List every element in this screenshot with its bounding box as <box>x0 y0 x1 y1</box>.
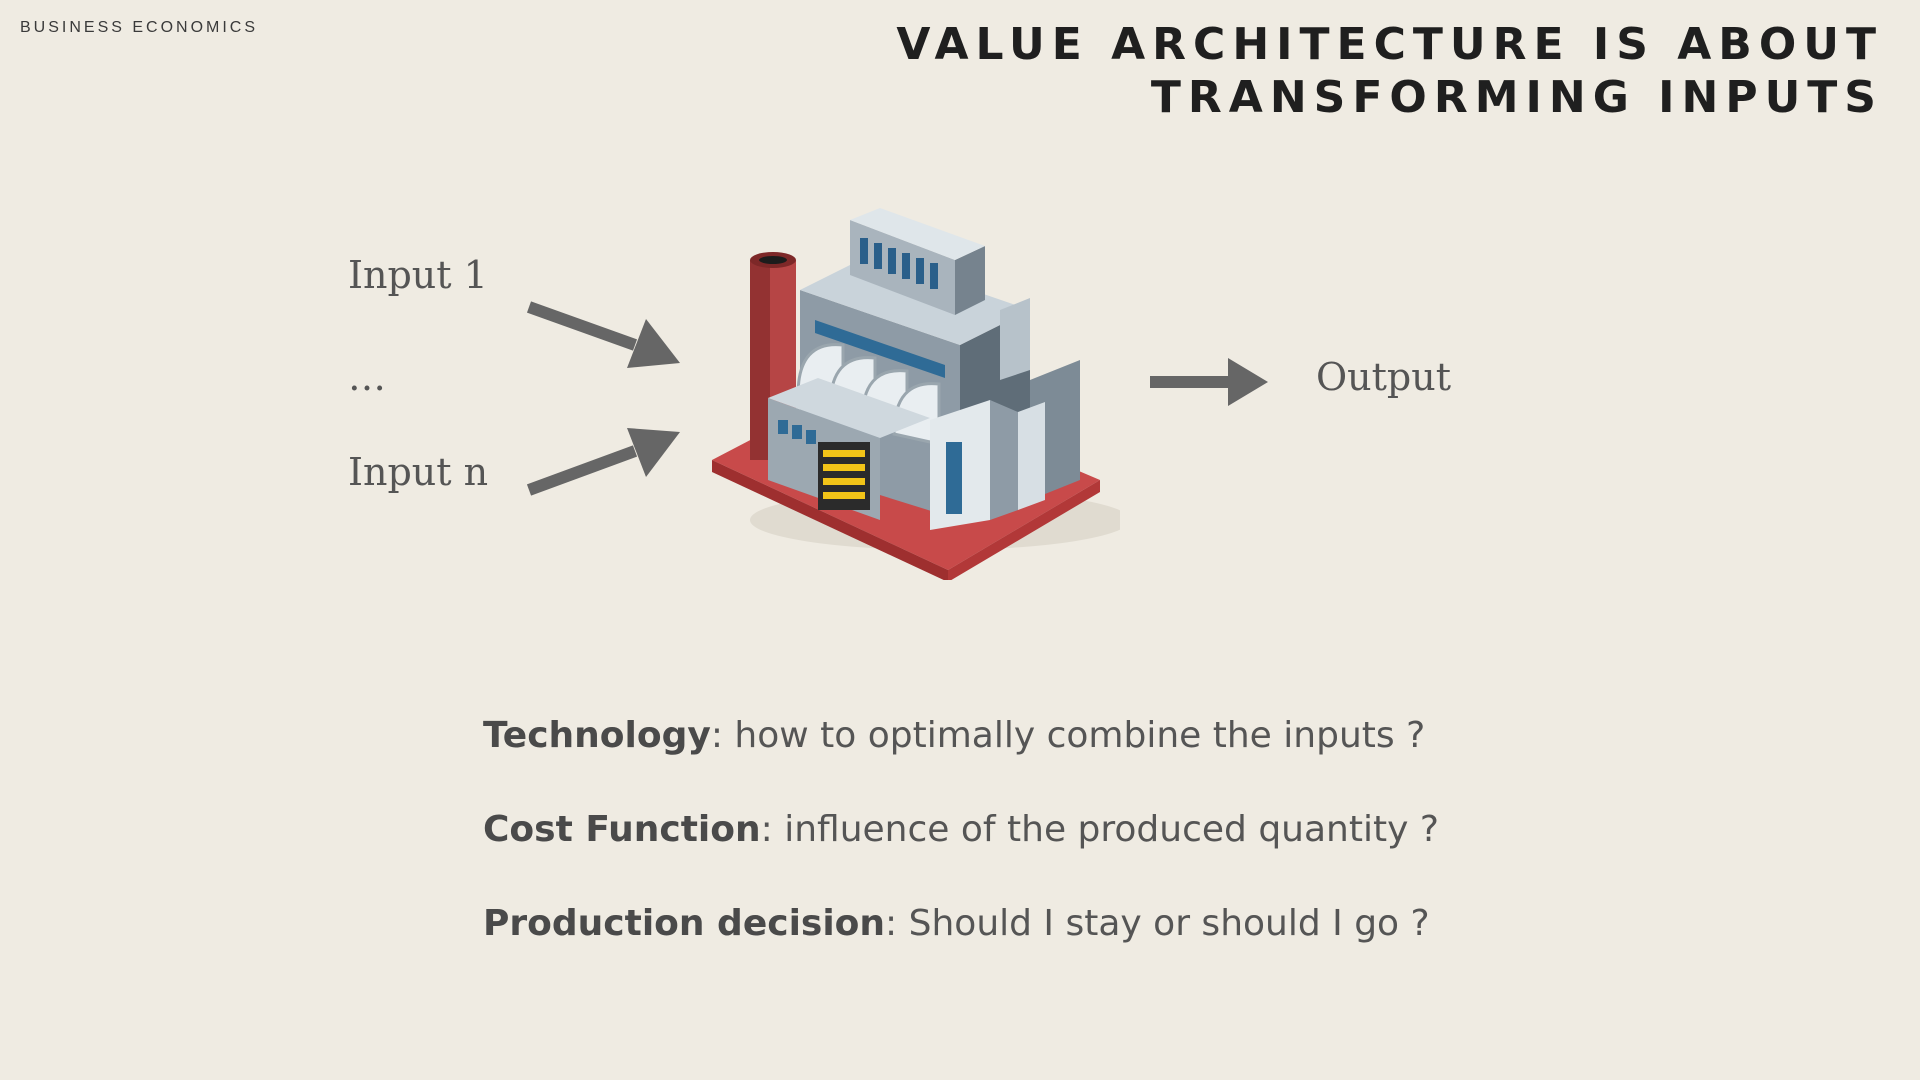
title-line-2: TRANSFORMING INPUTS <box>1150 72 1883 123</box>
slide-title: VALUE ARCHITECTURE IS ABOUT TRANSFORMING… <box>783 18 1883 124</box>
questions-list: Technology: how to optimally combine the… <box>483 715 1439 997</box>
input-n-label: Input n <box>348 450 489 494</box>
question-text: : how to optimally combine the inputs ? <box>710 715 1426 756</box>
input-1-label: Input 1 <box>348 253 488 297</box>
factory-icon <box>712 208 1120 580</box>
input-1-arrow-icon <box>526 301 680 368</box>
question-text: : Should I stay or should I go ? <box>885 903 1430 944</box>
question-technology: Technology: how to optimally combine the… <box>483 715 1439 809</box>
input-ellipsis-label: … <box>348 355 386 399</box>
question-text: : influence of the produced quantity ? <box>760 809 1439 850</box>
question-production-decision: Production decision: Should I stay or sh… <box>483 903 1439 997</box>
title-line-1: VALUE ARCHITECTURE IS ABOUT <box>896 19 1883 70</box>
question-term: Technology <box>483 715 711 756</box>
section-kicker: BUSINESS ECONOMICS <box>20 19 259 36</box>
question-term: Cost Function <box>483 809 761 850</box>
output-label: Output <box>1316 355 1451 399</box>
input-n-arrow-icon <box>526 428 680 496</box>
question-cost-function: Cost Function: influence of the produced… <box>483 809 1439 903</box>
question-term: Production decision <box>483 903 886 944</box>
output-arrow-icon <box>1150 358 1268 406</box>
